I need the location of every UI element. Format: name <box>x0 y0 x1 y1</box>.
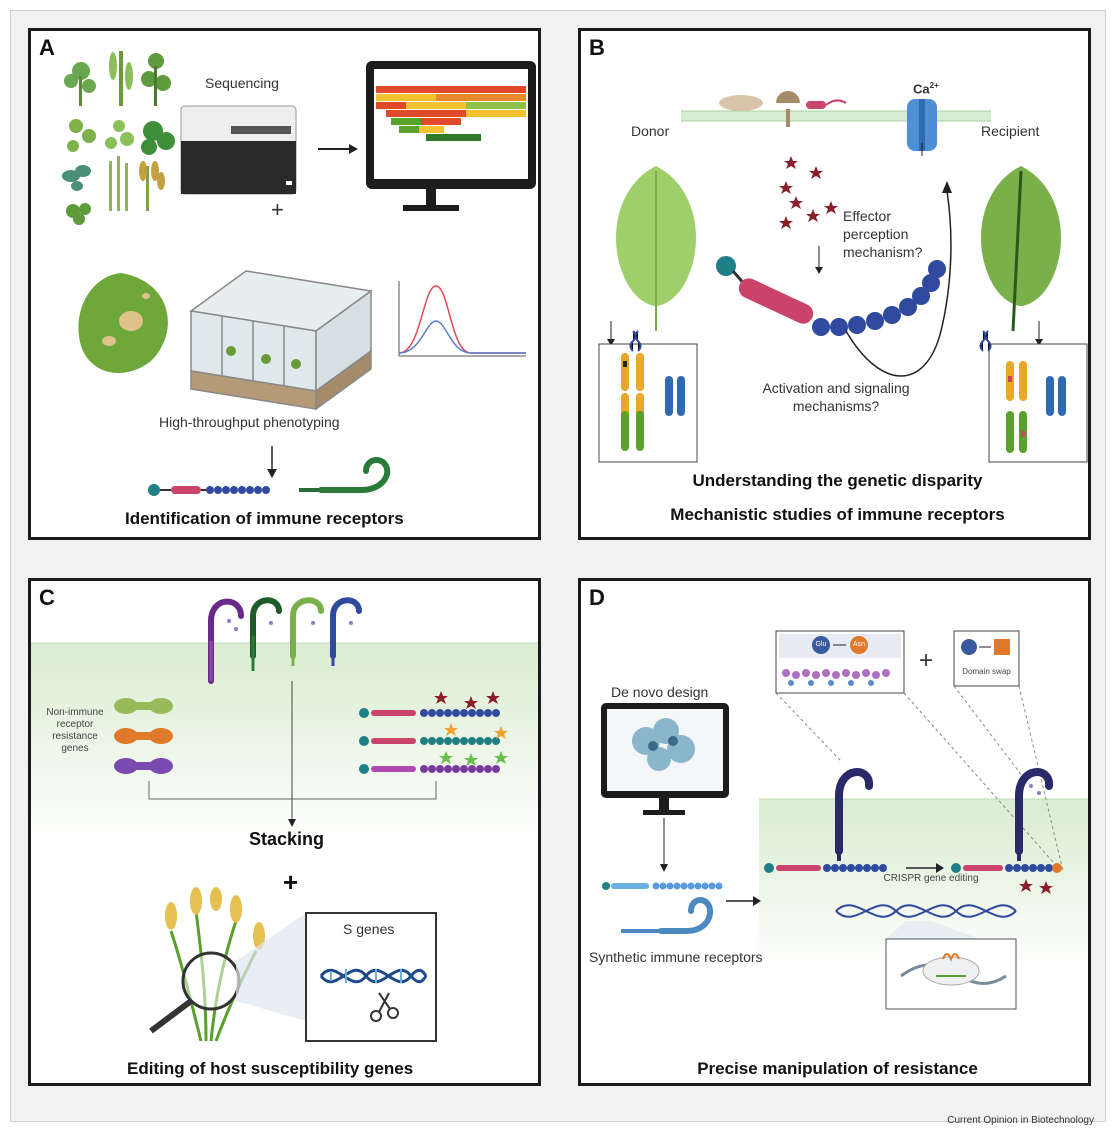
crispr-label: CRISPR gene editing <box>883 873 979 884</box>
nlr-receptor-icon <box>716 256 946 336</box>
heatmap-monitor-icon <box>366 61 536 211</box>
panel-b-letter: B <box>589 35 605 60</box>
panel-b-caption-1: Understanding the genetic disparity <box>692 471 983 490</box>
panel-c-caption: Editing of host susceptibility genes <box>127 1059 414 1078</box>
panel-b-caption-2: Mechanistic studies of immune receptors <box>670 505 1005 524</box>
panel-a-letter: A <box>39 35 55 60</box>
panel-c-illustration <box>31 597 538 1042</box>
plus-sign: + <box>283 867 299 897</box>
dna-helix-icon <box>835 904 1017 918</box>
ion-label: Ca2+ <box>913 81 939 97</box>
synthetic-receptor-icon <box>602 882 723 934</box>
hook-receptor-blue-icon <box>330 597 362 666</box>
donor-leaf-icon <box>616 166 696 331</box>
recipient-chromosome-box <box>988 343 1088 463</box>
infected-leaf-icon <box>78 273 168 373</box>
panel-b-illustration <box>598 91 1088 463</box>
panel-d-illustration <box>601 630 1088 1010</box>
surface-receptor-icon <box>719 91 847 127</box>
hook-receptor-icon <box>299 457 391 493</box>
effector-stars <box>779 156 838 229</box>
protein-monitor-icon <box>601 703 729 815</box>
plus-sign: + <box>919 647 934 674</box>
hook-receptor-darkgreen-icon <box>250 597 282 671</box>
dna-strand-icon <box>979 330 992 352</box>
stacking-label: Stacking <box>249 829 325 849</box>
response-curve-chart <box>394 276 534 371</box>
donor-chromosome-box <box>598 343 698 463</box>
donor-label: Donor <box>631 123 670 139</box>
hook-receptor-lightgreen-icon <box>290 597 324 666</box>
receptor-after-icon <box>951 768 1062 894</box>
panel-a: A Sequencing + High-throughput phenotypi… <box>28 28 541 540</box>
glu-label: Glu <box>815 641 827 648</box>
phenotyping-label: High-throughput phenotyping <box>159 414 340 430</box>
amino-acid-swap-box <box>775 630 905 694</box>
asn-label: Asn <box>852 641 866 648</box>
synthetic-label: Synthetic immune receptors <box>589 949 763 965</box>
de-novo-label: De novo design <box>611 684 709 700</box>
linear-receptor-icon <box>148 484 270 496</box>
panel-d-caption: Precise manipulation of resistance <box>697 1059 978 1078</box>
hook-receptor-purple-icon <box>208 598 244 684</box>
panel-d: D De novo design Synthetic immune recept… <box>578 578 1091 1086</box>
ion-channel-icon <box>907 99 937 156</box>
sequencer-icon <box>180 105 297 195</box>
dna-strand-icon <box>629 330 642 352</box>
s-genes-box <box>305 912 437 1042</box>
receptor-before-icon <box>764 768 887 873</box>
panel-c-letter: C <box>39 585 55 610</box>
panel-a-illustration <box>62 51 536 496</box>
recipient-label: Recipient <box>981 123 1040 139</box>
s-genes-label: S genes <box>343 921 395 937</box>
recipient-leaf-icon <box>981 166 1061 332</box>
non-immune-gene-icons <box>114 698 173 774</box>
panel-a-caption: Identification of immune receptors <box>125 509 404 528</box>
greenhouse-icon <box>189 270 373 411</box>
plus-sign: + <box>271 197 284 222</box>
scissors-icon <box>370 992 399 1022</box>
domain-swap-box <box>953 630 1020 687</box>
journal-credit: Current Opinion in Biotechnology <box>947 1115 1094 1126</box>
stacked-receptor-icons <box>359 691 508 774</box>
sequencing-label: Sequencing <box>205 75 279 91</box>
domain-swap-label: Domain swap <box>962 667 1011 676</box>
crispr-complex-box <box>885 938 1017 1010</box>
panel-d-letter: D <box>589 585 605 610</box>
plant-grid-icon <box>62 51 175 225</box>
